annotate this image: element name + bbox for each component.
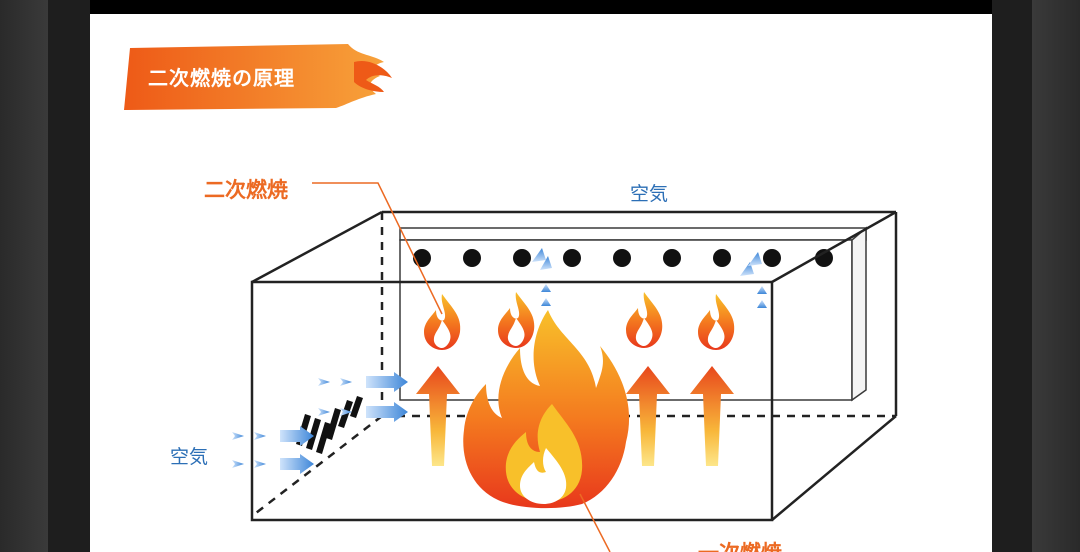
- top-bar: [90, 0, 992, 14]
- combustion-diagram: [232, 182, 898, 552]
- label-air-top: 空気: [630, 183, 669, 205]
- diagram-panel: 二次燃焼の原理: [90, 14, 992, 552]
- background-gutter-left: [48, 0, 90, 552]
- label-air-left: 空気: [170, 446, 209, 468]
- intake-slots: [296, 396, 363, 454]
- leader-lines: [312, 182, 611, 552]
- heat-arrows: [416, 366, 734, 466]
- background-gutter-right: [992, 0, 1032, 552]
- background-left: [0, 0, 48, 552]
- label-primary-combustion: 一次燃焼: [698, 537, 782, 552]
- banner-title: 二次燃焼の原理: [148, 66, 295, 90]
- primary-flame: [463, 310, 630, 509]
- box-front-edges: [250, 210, 897, 522]
- title-banner: [124, 44, 392, 110]
- air-arrows-top: [532, 248, 767, 308]
- air-arrows-left: [232, 372, 408, 474]
- air-holes: [413, 249, 833, 267]
- background-right: [1032, 0, 1080, 552]
- label-secondary-combustion: 二次燃焼: [204, 178, 288, 202]
